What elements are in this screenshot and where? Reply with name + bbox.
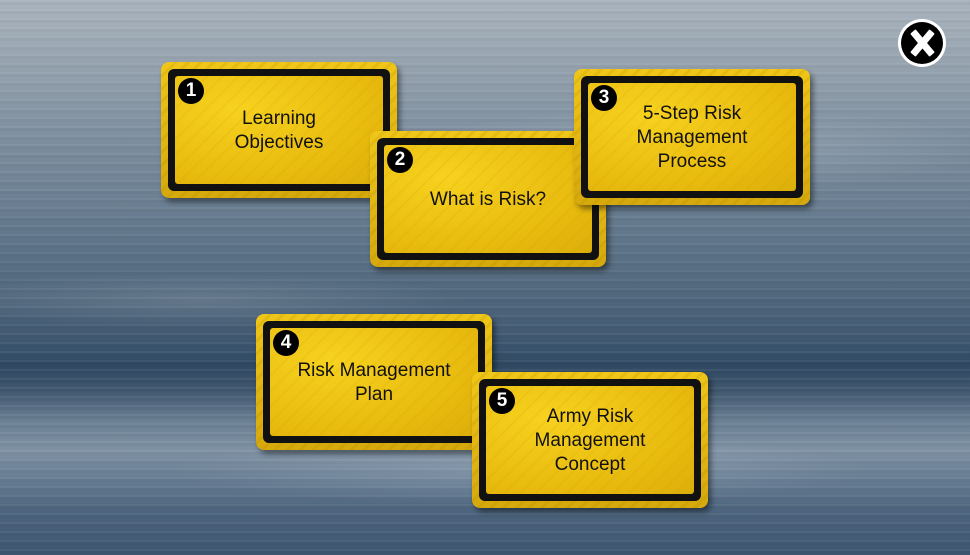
card-frame: 1 Learning Objectives (168, 69, 390, 191)
card-label: Risk Management Plan (297, 360, 451, 405)
card-label: What is Risk? (429, 189, 547, 210)
card-label: Learning Objectives (234, 108, 324, 153)
card-face: 3 5-Step Risk Management Process (588, 83, 796, 191)
menu-item-5-step-risk-management-process[interactable]: 3 5-Step Risk Management Process (574, 69, 810, 205)
card-number-badge: 4 (273, 330, 299, 356)
card-face: 2 What is Risk? (384, 145, 592, 253)
card-number-badge: 2 (387, 147, 413, 173)
card-number-badge: 3 (591, 85, 617, 111)
close-icon (901, 22, 943, 64)
menu-item-what-is-risk[interactable]: 2 What is Risk? (370, 131, 606, 267)
card-frame: 4 Risk Management Plan (263, 321, 485, 443)
card-number-badge: 5 (489, 388, 515, 414)
card-face: 5 Army Risk Management Concept (486, 386, 694, 494)
close-button[interactable] (898, 19, 946, 67)
menu-item-learning-objectives[interactable]: 1 Learning Objectives (161, 62, 397, 198)
card-face: 4 Risk Management Plan (270, 328, 478, 436)
card-frame: 2 What is Risk? (377, 138, 599, 260)
menu-item-army-risk-management-concept[interactable]: 5 Army Risk Management Concept (472, 372, 708, 508)
card-face: 1 Learning Objectives (175, 76, 383, 184)
menu-item-risk-management-plan[interactable]: 4 Risk Management Plan (256, 314, 492, 450)
card-frame: 5 Army Risk Management Concept (479, 379, 701, 501)
card-number-badge: 1 (178, 78, 204, 104)
card-label: 5-Step Risk Management Process (636, 103, 748, 172)
card-label: Army Risk Management Concept (534, 406, 646, 475)
card-frame: 3 5-Step Risk Management Process (581, 76, 803, 198)
